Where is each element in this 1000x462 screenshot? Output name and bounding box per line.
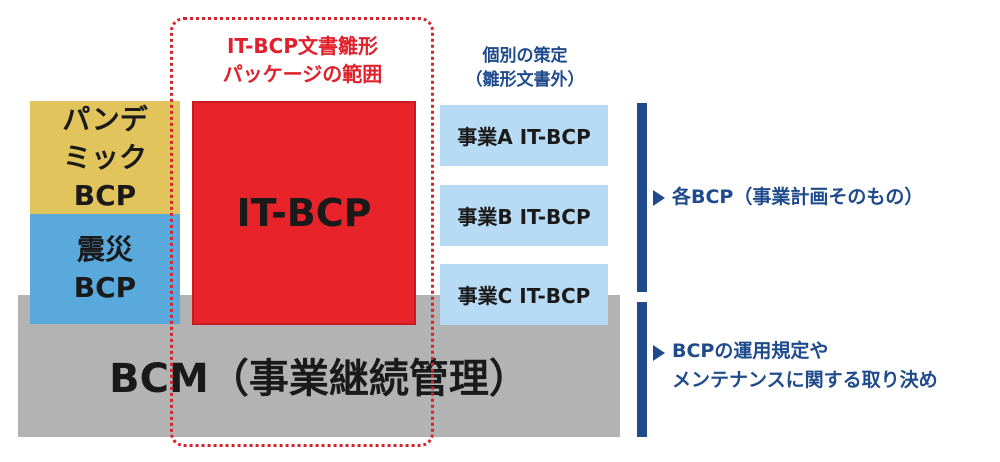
business-a-label: 事業A IT-BCP <box>457 125 591 149</box>
individual-title: 個別の策定 （雛形文書外） <box>440 43 610 93</box>
lower-annotation-line2: メンテナンスに関する取り決め <box>672 369 938 391</box>
package-scope-title: IT-BCP文書雛形 パッケージの範囲 <box>175 30 430 90</box>
business-a-it-bcp: 事業A IT-BCP <box>440 105 608 166</box>
individual-title-line2: （雛形文書外） <box>465 70 585 90</box>
disaster-bcp-line1: 震災 <box>76 233 133 266</box>
package-title-line2: パッケージの範囲 <box>222 62 383 86</box>
upper-annotation: 各BCP（事業計画そのもの） <box>672 186 924 208</box>
it-bcp-label: IT-BCP <box>236 191 372 235</box>
it-bcp-block: IT-BCP <box>192 101 416 325</box>
business-b-it-bcp: 事業B IT-BCP <box>440 185 608 246</box>
disaster-bcp-block: 震災 BCP <box>30 214 180 324</box>
disaster-bcp-line2: BCP <box>73 271 137 304</box>
business-c-label: 事業C IT-BCP <box>457 284 591 308</box>
lower-bracket-bar <box>637 302 647 437</box>
business-c-it-bcp: 事業C IT-BCP <box>440 264 608 325</box>
lower-annotation: BCPの運用規定や メンテナンスに関する取り決め <box>672 337 997 395</box>
upper-bracket-bar <box>637 103 647 292</box>
business-b-label: 事業B IT-BCP <box>457 205 591 229</box>
lower-annotation-line1: BCPの運用規定や <box>672 340 829 362</box>
pandemic-bcp-line1: パンデ <box>62 102 148 136</box>
package-title-line1: IT-BCP文書雛形 <box>226 34 379 58</box>
pandemic-bcp-line2: ミック <box>62 140 147 174</box>
pandemic-bcp-line3: BCP <box>73 178 137 212</box>
package-scope-frame <box>170 17 434 447</box>
pandemic-bcp-block: パンデ ミック BCP <box>30 101 180 214</box>
bcm-label: BCM（事業継続管理） <box>109 356 529 402</box>
upper-arrow-icon <box>653 190 665 206</box>
individual-title-line1: 個別の策定 <box>482 46 568 66</box>
lower-arrow-icon <box>653 345 665 361</box>
